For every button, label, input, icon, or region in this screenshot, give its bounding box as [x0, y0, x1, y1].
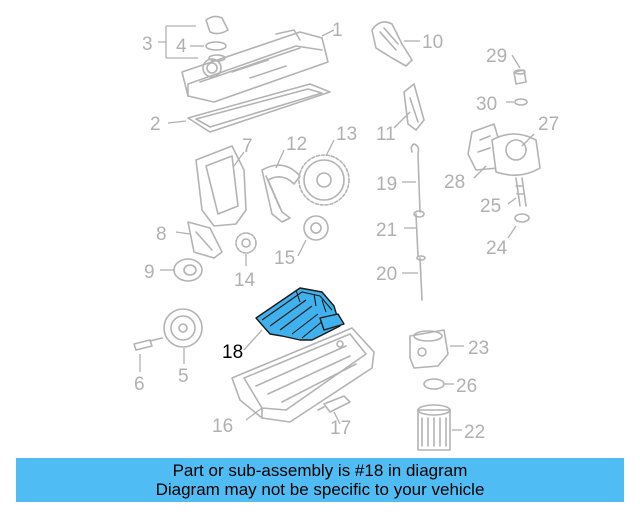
label-part-24: 24: [486, 238, 508, 259]
label-part-29: 29: [486, 46, 507, 67]
label-part-19: 19: [376, 174, 397, 195]
label-part-20: 20: [376, 264, 397, 285]
label-part-13: 13: [336, 124, 357, 145]
sensor-seal-part[interactable]: [514, 98, 528, 106]
oil-sensor-part[interactable]: [513, 69, 527, 85]
dipstick-tube-part[interactable]: [410, 143, 426, 301]
label-part-28: 28: [444, 172, 465, 193]
label-part-10: 10: [422, 32, 443, 53]
leader-lines: [139, 25, 535, 431]
label-part-15: 15: [274, 248, 295, 269]
oil-cooler-part[interactable]: [409, 329, 449, 369]
label-part-7: 7: [242, 136, 253, 157]
label-part-18: 18: [222, 342, 243, 363]
timing-belt-part[interactable]: [261, 164, 301, 223]
timing-guide-part[interactable]: [403, 83, 425, 131]
label-part-21: 21: [376, 220, 397, 241]
label-part-8: 8: [156, 224, 167, 245]
filter-seal-part[interactable]: [423, 378, 445, 390]
label-part-9: 9: [144, 262, 155, 283]
oil-filter-housing-part[interactable]: [467, 123, 541, 176]
valve-cover-part[interactable]: [181, 29, 329, 103]
oil-filter-part[interactable]: [417, 404, 451, 451]
sealant-tube-part[interactable]: [317, 395, 351, 413]
banner-line-2: Diagram may not be specific to your vehi…: [155, 480, 485, 499]
cooler-seal-part[interactable]: [514, 213, 530, 223]
tensioner-pulley-part[interactable]: [303, 215, 329, 241]
bolt-part[interactable]: [133, 337, 163, 351]
label-part-2: 2: [150, 114, 161, 135]
info-banner: Part or sub-assembly is #18 in diagram D…: [16, 458, 624, 502]
label-part-26: 26: [456, 376, 477, 397]
label-part-22: 22: [464, 422, 485, 443]
cooler-pipe-part[interactable]: [515, 177, 527, 207]
label-part-3: 3: [142, 34, 153, 55]
label-part-16: 16: [212, 416, 233, 437]
label-part-25: 25: [480, 196, 501, 217]
label-part-30: 30: [476, 94, 497, 115]
label-part-27: 27: [538, 114, 559, 135]
label-part-23: 23: [468, 338, 489, 359]
label-part-6: 6: [134, 374, 145, 395]
camshaft-sprocket-part[interactable]: [298, 154, 350, 206]
label-part-17: 17: [330, 418, 351, 439]
label-part-4: 4: [176, 36, 187, 57]
damper-pulley-part[interactable]: [173, 258, 203, 282]
oil-cap-part[interactable]: [205, 15, 229, 62]
banner-line-1: Part or sub-assembly is #18 in diagram: [172, 461, 468, 480]
timing-cover-lower-part[interactable]: [195, 145, 247, 227]
crank-pulley-part[interactable]: [163, 308, 203, 348]
label-part-14: 14: [234, 270, 256, 291]
valve-cover-gasket-part[interactable]: [187, 83, 331, 133]
label-part-5: 5: [178, 366, 189, 387]
label-part-12: 12: [286, 134, 307, 155]
idler-gear-part[interactable]: [235, 232, 257, 254]
highlighted-baffle-part-18[interactable]: [255, 287, 345, 341]
label-part-1: 1: [332, 20, 343, 41]
label-part-11: 11: [376, 124, 396, 145]
timing-cover-upper-part[interactable]: [371, 21, 413, 67]
part-number-labels: 1 2 3 4 5 6 7 8 9 10 11 12 13 14 15 16 1…: [134, 20, 559, 443]
oil-pan-part[interactable]: [231, 327, 375, 423]
bracket-part[interactable]: [187, 221, 223, 259]
